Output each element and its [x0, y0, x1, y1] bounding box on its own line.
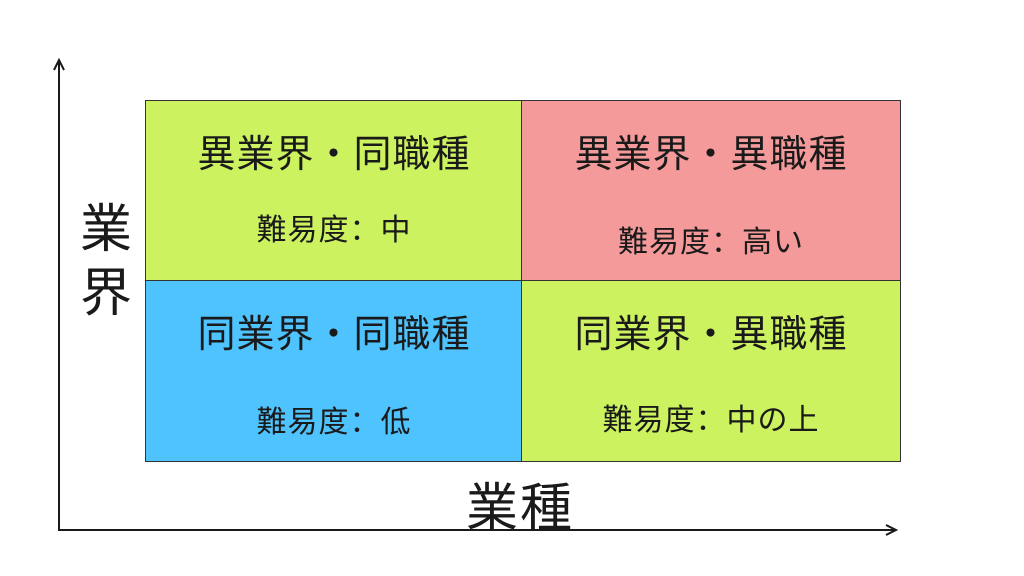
y-axis-label: 業 界: [76, 198, 136, 326]
y-axis-arrowhead: [53, 57, 65, 71]
y-axis-label-char: 業: [79, 200, 132, 260]
quadrant-title: 同業界・異職種: [574, 312, 848, 356]
quadrant-title: 異業界・同職種: [197, 132, 471, 176]
x-axis-arrowhead: [885, 524, 899, 536]
quadrant-difficulty: 難易度：低: [256, 405, 412, 440]
quadrant-bottom-right: 同業界・異職種 難易度：中の上: [521, 280, 901, 462]
quadrant-difficulty: 難易度：高い: [618, 225, 804, 260]
quadrant-difficulty: 難易度：中の上: [602, 403, 820, 438]
x-axis-label: 業種: [465, 479, 574, 539]
quadrant-title: 同業界・同職種: [197, 312, 471, 356]
quadrant-title: 異業界・異職種: [574, 132, 848, 176]
quadrant-top-right: 異業界・異職種 難易度：高い: [521, 100, 901, 282]
quadrant-difficulty: 難易度：中: [256, 213, 412, 248]
y-axis-label-char: 界: [79, 264, 132, 324]
quadrant-bottom-left: 同業界・同職種 難易度：低: [145, 280, 523, 462]
quadrant-top-left: 異業界・同職種 難易度：中: [145, 100, 523, 282]
